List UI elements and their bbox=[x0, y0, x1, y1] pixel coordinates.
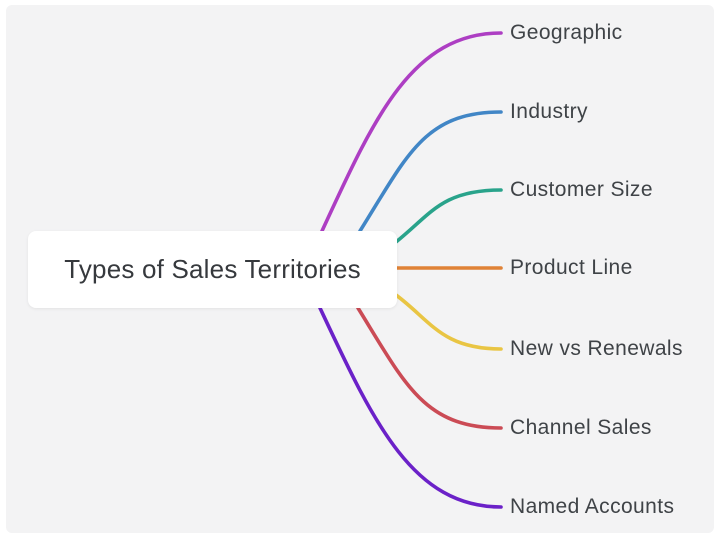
root-node-label: Types of Sales Territories bbox=[64, 254, 361, 284]
branch-label-named-accounts[interactable]: Named Accounts bbox=[510, 495, 675, 518]
root-node[interactable]: Types of Sales Territories bbox=[28, 231, 397, 308]
branch-label-industry[interactable]: Industry bbox=[510, 100, 588, 123]
branch-label-geographic[interactable]: Geographic bbox=[510, 21, 623, 44]
branch-label-channel-sales[interactable]: Channel Sales bbox=[510, 416, 652, 439]
branch-label-product-line[interactable]: Product Line bbox=[510, 256, 633, 279]
branch-label-new-vs-renewals[interactable]: New vs Renewals bbox=[510, 337, 683, 360]
branch-label-customer-size[interactable]: Customer Size bbox=[510, 178, 653, 201]
